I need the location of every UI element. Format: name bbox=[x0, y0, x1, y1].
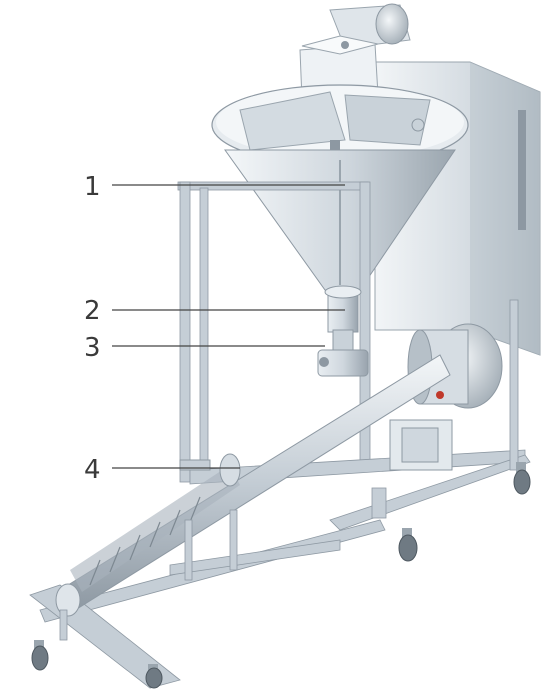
castor-wheels bbox=[31, 462, 531, 689]
hopper-lid bbox=[211, 84, 469, 166]
callout-2: 2 bbox=[84, 296, 345, 326]
callout-1: 1 bbox=[84, 172, 345, 202]
screw-conveyor bbox=[55, 354, 451, 617]
callout-4-number: 4 bbox=[84, 455, 101, 485]
callout-3: 3 bbox=[84, 333, 325, 363]
conveyor-supports bbox=[59, 509, 238, 641]
outlet-assembly bbox=[317, 285, 369, 377]
callout-1-number: 1 bbox=[84, 172, 101, 202]
callout-3-number: 3 bbox=[84, 333, 101, 363]
callout-2-number: 2 bbox=[84, 296, 101, 326]
callout-4: 4 bbox=[84, 455, 240, 485]
